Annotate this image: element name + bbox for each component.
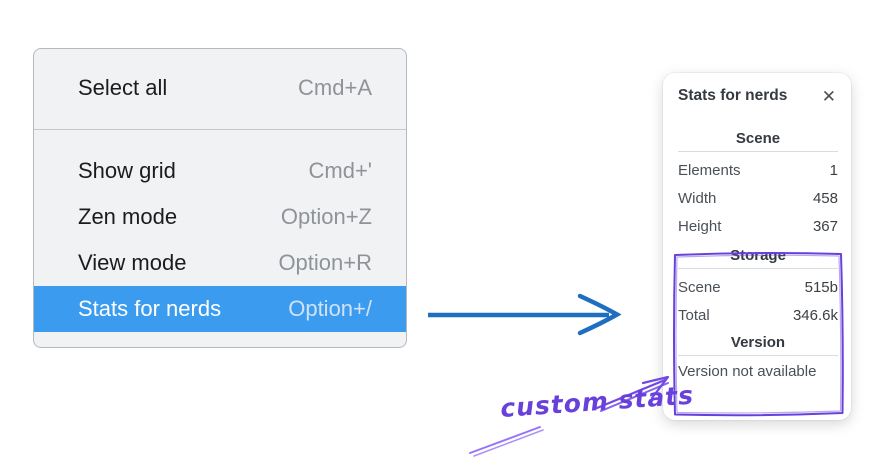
menu-item-shortcut: Option+Z xyxy=(280,204,372,229)
stat-row-storage-scene: Scene 515b xyxy=(678,273,838,301)
stat-label: Total xyxy=(678,306,710,324)
menu-item-label: Zen mode xyxy=(78,204,178,229)
menu-item-label: Show grid xyxy=(78,158,176,183)
stat-row-storage-total: Total 346.6k xyxy=(678,301,838,329)
close-icon[interactable]: ✕ xyxy=(821,86,836,106)
section-divider xyxy=(678,268,838,269)
section-heading-storage: Storage xyxy=(730,247,786,264)
version-note: Version not available xyxy=(678,363,817,380)
menu-item-label: Select all xyxy=(78,75,168,100)
stat-value: 515b xyxy=(804,278,838,296)
annotation-underline-stroke xyxy=(469,426,544,457)
stat-label: Width xyxy=(678,189,717,207)
context-menu: Select all Cmd+A Show grid Cmd+' Zen mod… xyxy=(33,48,407,348)
stat-value: 346.6k xyxy=(792,306,838,324)
stat-row-height: Height 367 xyxy=(678,212,838,240)
flow-arrow xyxy=(428,293,622,336)
section-divider xyxy=(678,355,838,356)
stat-row-elements: Elements 1 xyxy=(678,156,838,184)
annotation-arrow xyxy=(595,375,670,412)
menu-item-view-mode[interactable]: View mode Option+R xyxy=(34,240,406,286)
section-heading-version: Version xyxy=(730,334,786,351)
section-divider xyxy=(678,151,838,152)
menu-item-select-all[interactable]: Select all Cmd+A xyxy=(34,65,406,111)
stat-value: 1 xyxy=(829,161,838,179)
menu-item-label: View mode xyxy=(78,250,187,275)
stats-panel-title: Stats for nerds xyxy=(678,87,788,104)
stat-label: Elements xyxy=(678,161,741,179)
stats-panel: Stats for nerds ✕ Scene Elements 1 Width… xyxy=(663,73,851,420)
stat-value: 367 xyxy=(812,217,838,235)
menu-item-stats-for-nerds[interactable]: Stats for nerds Option+/ xyxy=(34,286,406,332)
stat-value: 458 xyxy=(812,189,838,207)
stat-label: Scene xyxy=(678,278,721,296)
stats-panel-header: Stats for nerds ✕ xyxy=(678,83,838,109)
menu-item-zen-mode[interactable]: Zen mode Option+Z xyxy=(34,194,406,240)
stat-label: Height xyxy=(678,217,722,235)
menu-item-shortcut: Option+/ xyxy=(288,296,372,321)
menu-item-show-grid[interactable]: Show grid Cmd+' xyxy=(34,148,406,194)
menu-divider xyxy=(34,129,406,130)
stat-row-width: Width 458 xyxy=(678,184,838,212)
menu-item-shortcut: Cmd+A xyxy=(298,75,372,100)
menu-item-shortcut: Cmd+' xyxy=(308,158,373,183)
menu-item-shortcut: Option+R xyxy=(278,250,372,275)
menu-item-label: Stats for nerds xyxy=(78,296,222,321)
section-heading-scene: Scene xyxy=(735,130,781,147)
